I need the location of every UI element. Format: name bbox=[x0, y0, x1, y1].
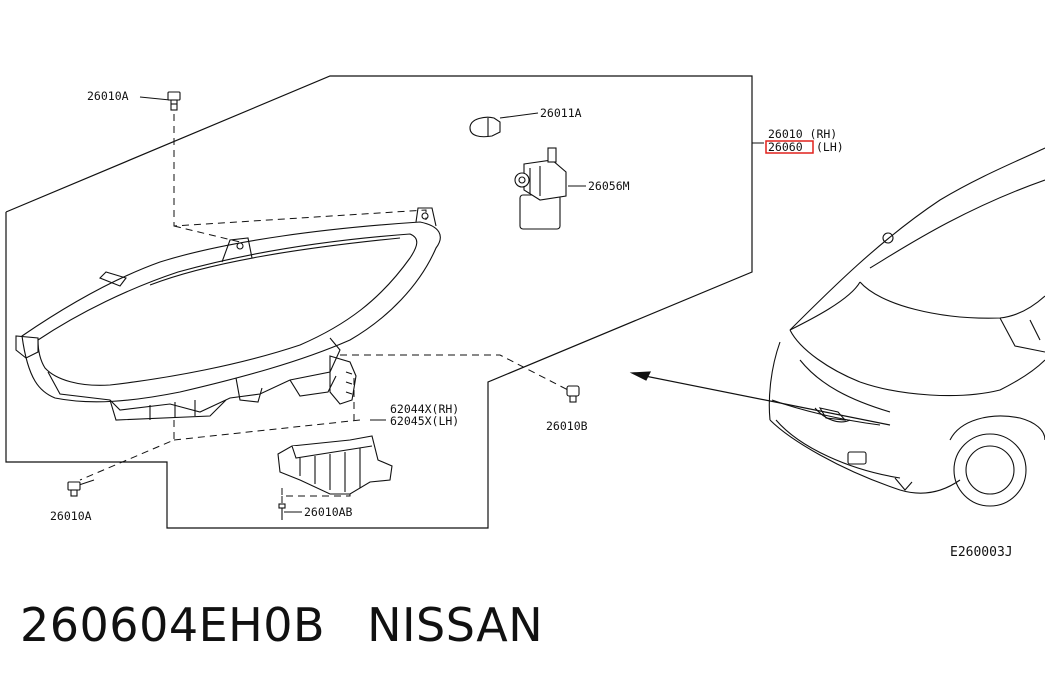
leveling-motor-part[interactable] bbox=[514, 147, 567, 230]
caption-brand: NISSAN bbox=[367, 598, 544, 652]
bracket-part[interactable] bbox=[277, 435, 393, 495]
assembly-frame bbox=[5, 75, 753, 529]
diagram-code: E260003J bbox=[950, 545, 1013, 560]
label-bracket-rh: 62044X(RH) bbox=[390, 402, 459, 416]
highlight-box bbox=[765, 140, 814, 154]
caption-part-number: 260604EH0B bbox=[20, 598, 326, 652]
caption: 260604EH0B NISSAN bbox=[20, 598, 585, 652]
clip-upper-part[interactable] bbox=[167, 91, 181, 111]
label-leveling-motor: 26056M bbox=[588, 179, 630, 193]
clip-right-part[interactable] bbox=[566, 385, 580, 403]
headlamp-assembly[interactable] bbox=[15, 207, 441, 421]
label-clip-right: 26010B bbox=[546, 419, 588, 433]
label-headlamp-lh-side: (LH) bbox=[816, 140, 844, 154]
label-screw: 26010AB bbox=[304, 505, 353, 519]
label-bulb-socket: 26011A bbox=[540, 106, 582, 120]
label-bracket-lh: 62045X(LH) bbox=[390, 414, 459, 428]
label-clip-upper: 26010A bbox=[87, 89, 129, 103]
label-clip-lower: 26010A bbox=[50, 509, 92, 523]
clip-lower-part[interactable] bbox=[67, 481, 81, 497]
label-headlamp-rh: 26010 (RH) bbox=[768, 127, 837, 141]
bulb-socket-part[interactable] bbox=[469, 116, 501, 138]
vehicle-front-view bbox=[768, 147, 1045, 507]
label-headlamp-lh-number: 26060 bbox=[768, 140, 803, 154]
location-arrow bbox=[629, 371, 891, 426]
screw-part[interactable] bbox=[278, 503, 286, 520]
leader-lines bbox=[75, 96, 764, 513]
